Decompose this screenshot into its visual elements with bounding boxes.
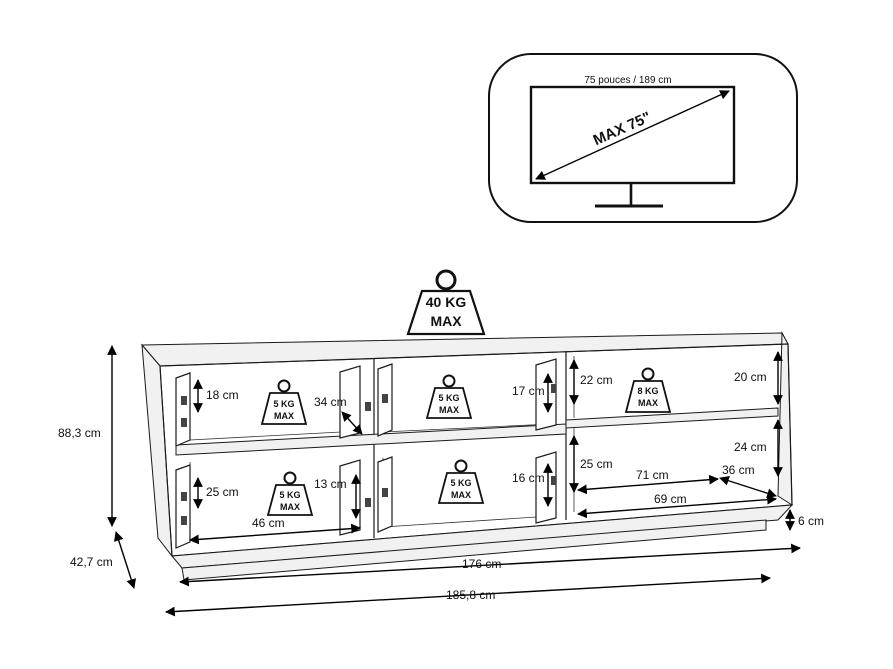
bottom-right-outer-height-label: 24 cm <box>734 440 767 454</box>
hinge <box>551 476 556 485</box>
total-width-label: 185,8 cm <box>446 588 495 602</box>
svg-text:8 KG: 8 KG <box>637 386 658 396</box>
top-weight-icon: 40 KG MAX <box>406 269 486 336</box>
depth-arrow <box>114 531 136 589</box>
shelf-left-middle <box>175 423 567 456</box>
door-bottom-left-a <box>175 464 191 549</box>
door-bottom-middle-b <box>535 451 557 524</box>
top-left-depth-label: 34 cm <box>314 395 347 409</box>
top-weight-value: 40 KG <box>426 294 467 310</box>
weight-icon-top-right: 8 KG MAX <box>624 367 672 413</box>
weight-icon-top-middle: 5 KG MAX <box>425 374 473 419</box>
svg-text:MAX: MAX <box>439 405 459 415</box>
bottom-right-inner-height-label: 25 cm <box>580 457 613 471</box>
svg-text:MAX: MAX <box>638 398 658 408</box>
top-right-outer-height-label: 20 cm <box>734 370 767 384</box>
svg-text:5 KG: 5 KG <box>273 399 294 409</box>
top-weight-max: MAX <box>430 313 462 329</box>
total-height-label: 88,3 cm <box>58 426 101 440</box>
svg-text:MAX: MAX <box>451 490 471 500</box>
tv-diagonal-label: 75 pouces / 189 cm <box>584 75 671 86</box>
door-top-left-a <box>175 372 191 447</box>
hinge <box>365 498 371 507</box>
hinge <box>181 492 187 501</box>
bottom-left-depth-label: 13 cm <box>314 477 347 491</box>
svg-text:MAX: MAX <box>280 502 300 512</box>
top-right-inner-height-label: 22 cm <box>580 373 613 387</box>
bottom-left-width-label: 46 cm <box>252 516 285 530</box>
svg-text:MAX: MAX <box>274 411 294 421</box>
shelf-right <box>565 407 779 429</box>
bottom-right-width-label: 69 cm <box>654 492 687 506</box>
svg-text:5 KG: 5 KG <box>279 490 300 500</box>
svg-text:5 KG: 5 KG <box>450 478 471 488</box>
weight-icon-bottom-middle: 5 KG MAX <box>437 459 485 504</box>
tv-diagonal-arrow <box>535 90 730 180</box>
depth-label: 42,7 cm <box>70 555 113 569</box>
inner-width-label: 176 cm <box>462 557 501 571</box>
bottom-left-height-label: 25 cm <box>206 485 239 499</box>
top-middle-height-label: 17 cm <box>512 384 545 398</box>
hinge <box>551 384 556 393</box>
bottom-right-width-inner-label: 71 cm <box>636 468 669 482</box>
cabinet-top-board <box>140 332 789 367</box>
bottom-right-depth-label: 36 cm <box>722 463 755 477</box>
hinge <box>181 418 187 427</box>
total-width-arrow <box>165 573 771 617</box>
svg-text:5 KG: 5 KG <box>438 393 459 403</box>
plinth-height-label: 6 cm <box>798 514 824 528</box>
tv-cabinet <box>140 331 794 581</box>
hinge <box>382 394 388 403</box>
tv-size-panel: 75 pouces / 189 cm MAX 75" <box>488 53 798 223</box>
hinge <box>365 402 371 411</box>
cabinet-left-side <box>141 343 173 558</box>
door-bottom-left-b <box>339 459 361 536</box>
hinge <box>181 516 187 525</box>
hinge <box>382 488 388 497</box>
top-left-height-label: 18 cm <box>206 388 239 402</box>
weight-icon-top-left: 5 KG MAX <box>260 379 308 425</box>
hinge <box>181 396 187 405</box>
weight-icon-bottom-left: 5 KG MAX <box>266 471 314 516</box>
bottom-middle-height-label: 16 cm <box>512 471 545 485</box>
